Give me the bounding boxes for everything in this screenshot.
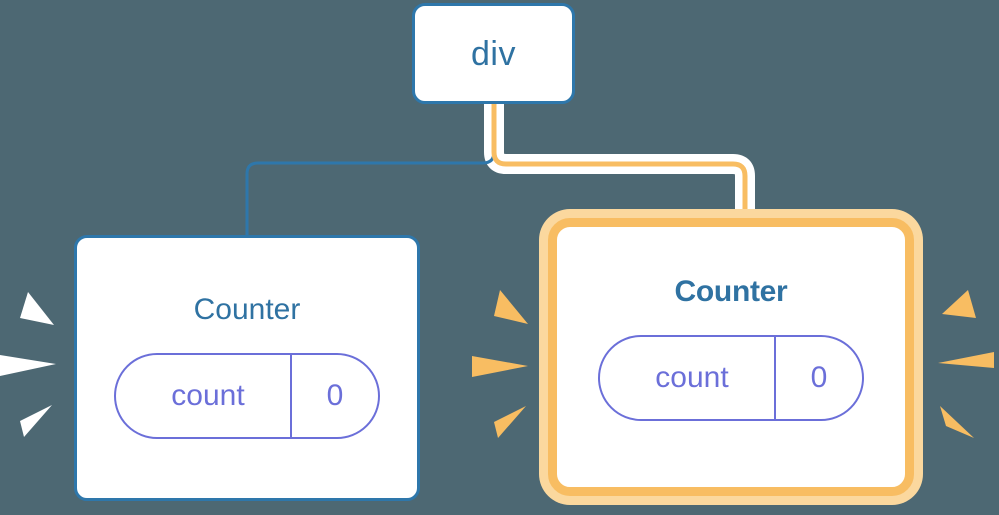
node-counter-left[interactable]: Counter count 0: [74, 235, 420, 501]
node-counter-right-title: Counter: [674, 275, 788, 308]
sparkle-ray-middle-icon: [472, 356, 528, 377]
sparkle-ray-upper-icon: [942, 290, 976, 318]
state-value-count: 0: [290, 355, 378, 437]
edge-div-to-counter-left: [245, 100, 496, 240]
sparkle-rays-left-of-counter-left: [0, 282, 60, 447]
sparkle-ray-lower-icon: [940, 406, 974, 438]
node-div-label: div: [471, 34, 516, 73]
state-pill-counter-right[interactable]: count 0: [598, 335, 864, 421]
state-pill-counter-left[interactable]: count 0: [114, 353, 380, 439]
state-key-count: count: [655, 361, 729, 394]
node-counter-left-title: Counter: [193, 293, 301, 326]
node-div[interactable]: div: [412, 3, 575, 104]
sparkle-ray-middle-icon: [938, 352, 994, 368]
sparkle-rays-right-of-counter-right: [930, 278, 996, 448]
sparkle-ray-upper-icon: [494, 290, 528, 324]
sparkle-rays-left-of-counter-right: [470, 278, 532, 448]
node-counter-right[interactable]: Counter count 0: [548, 218, 914, 496]
sparkle-ray-lower-icon: [20, 405, 52, 437]
state-key-count: count: [171, 379, 245, 412]
state-value-count: 0: [774, 337, 862, 419]
sparkle-ray-upper-icon: [20, 292, 54, 325]
sparkle-ray-lower-icon: [494, 406, 526, 438]
sparkle-ray-middle-icon: [0, 355, 56, 376]
